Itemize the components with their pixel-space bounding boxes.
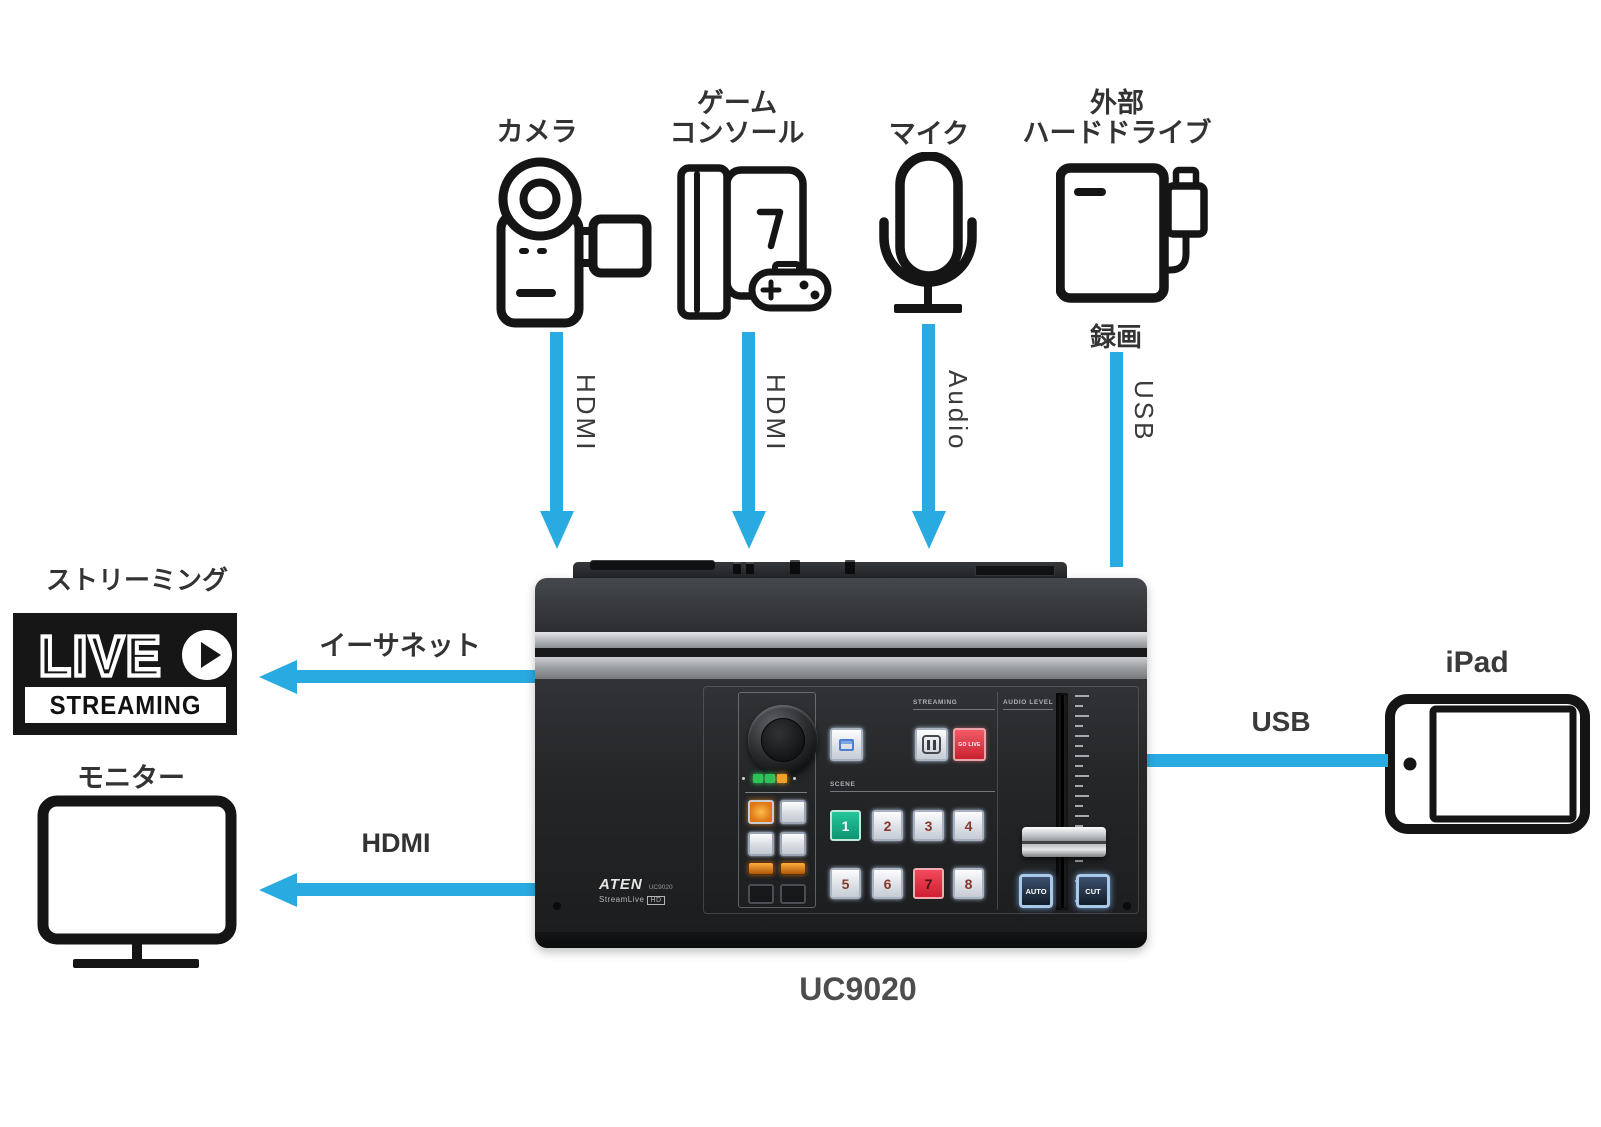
camera-label: カメラ — [496, 117, 578, 147]
streaming-label: ストリーミング — [45, 565, 229, 595]
pause-button — [915, 728, 948, 761]
microphone-icon — [876, 152, 984, 327]
scene-section-line — [830, 791, 995, 792]
pause-icon — [922, 735, 941, 754]
monitor-icon — [37, 795, 237, 975]
device-silver-band-2 — [535, 657, 1147, 679]
indicator-button — [748, 862, 774, 875]
audio-level-section-line — [1003, 709, 1053, 710]
scene-button-3: 3 — [913, 810, 944, 841]
connector-nub — [845, 560, 855, 574]
audio-fader-slot — [1061, 695, 1064, 908]
connector-nub — [733, 562, 741, 574]
console-hdmi-arrow — [742, 332, 755, 512]
scene-section-label: SCENE — [830, 781, 856, 788]
cut-button: CUT — [1076, 874, 1110, 908]
indicator-button — [780, 862, 806, 875]
camera-hdmi-arrow — [550, 332, 563, 512]
screw — [1123, 902, 1131, 910]
device-model-small: UC9020 — [648, 884, 673, 891]
ethernet-arrow — [296, 670, 540, 683]
camera-connection-label: HDMI — [571, 374, 601, 453]
scene-button-1: 1 — [830, 810, 861, 841]
model-label: UC9020 — [799, 971, 917, 1007]
pgm-button — [748, 800, 774, 824]
device-card-slot — [975, 565, 1055, 576]
device-silver-band — [535, 632, 1147, 648]
device-top-band — [535, 578, 1147, 632]
scene-button-8: 8 — [953, 868, 984, 899]
mic-audio-arrow — [922, 324, 935, 512]
hd-badge: HD — [647, 896, 665, 905]
live-text: LIVE — [37, 624, 163, 691]
scene-button-7: 7 — [913, 868, 944, 899]
camcorder-icon — [492, 153, 652, 328]
control-panel-outline — [703, 686, 1139, 914]
device-back-handle — [590, 560, 715, 570]
picture-icon — [839, 738, 854, 751]
game-console-label: ゲーム コンソール — [669, 88, 805, 148]
monitor-label: モニター — [77, 763, 185, 793]
device-groove — [535, 648, 1147, 657]
source-button — [780, 832, 806, 856]
scene-button-6: 6 — [872, 868, 903, 899]
ipad-label: iPad — [1445, 646, 1509, 679]
connector-nub — [790, 560, 800, 574]
monitor-hdmi-arrow — [296, 883, 540, 896]
external-hdd-label: 外部 ハードドライブ — [1022, 88, 1212, 148]
audio-led — [777, 774, 787, 783]
panel-divider — [997, 692, 998, 910]
monitor-connection-label: HDMI — [361, 828, 431, 858]
scene-button-2: 2 — [872, 810, 903, 841]
ethernet-label: イーサネット — [319, 631, 481, 661]
aten-logo: ATEN — [599, 876, 643, 893]
recording-caption: 録画 — [1089, 322, 1143, 352]
live-streaming-logo: LIVE STREAMING — [13, 613, 237, 735]
screw — [553, 902, 561, 910]
audio-fader-handle — [1022, 827, 1106, 857]
led-scale-line — [745, 792, 807, 793]
external-drive-icon — [1056, 160, 1208, 305]
source-button — [748, 832, 774, 856]
tablet-icon — [1385, 694, 1590, 834]
product-name: StreamLive — [599, 895, 645, 904]
volume-knob-cap — [761, 718, 805, 762]
ipad-connection-label: USB — [1251, 706, 1311, 737]
audio-level-section-label: AUDIO LEVEL — [1003, 699, 1054, 706]
go-live-button: GO LIVE — [953, 728, 986, 761]
led-marker — [742, 777, 745, 780]
scene-button-4: 4 — [953, 810, 984, 841]
game-console-icon — [674, 162, 839, 322]
auto-button: AUTO — [1019, 874, 1053, 908]
hdd-usb-line — [1110, 352, 1123, 567]
hdd-connection-label: USB — [1129, 380, 1159, 443]
audio-led — [765, 774, 775, 783]
led-marker — [793, 777, 796, 780]
streaming-section-label: STREAMING — [913, 699, 958, 706]
connector-nub — [746, 562, 754, 574]
microphone-label: マイク — [888, 119, 970, 149]
audio-led — [753, 774, 763, 783]
prv-button — [780, 800, 806, 824]
mic-connection-label: Audio — [943, 370, 973, 452]
scene-button-5: 5 — [830, 868, 861, 899]
play-icon — [182, 630, 232, 680]
ipad-usb-line — [1145, 754, 1388, 767]
console-connection-label: HDMI — [761, 374, 791, 453]
streaming-strip: STREAMING — [25, 687, 226, 723]
knob-panel-outline — [738, 692, 816, 908]
picture-button — [830, 728, 863, 761]
mute-button — [748, 884, 774, 904]
device-bottom-edge — [535, 932, 1147, 948]
streaming-section-line — [913, 709, 995, 710]
mute-button — [780, 884, 806, 904]
fader-scale-short-ticks — [1075, 705, 1083, 837]
